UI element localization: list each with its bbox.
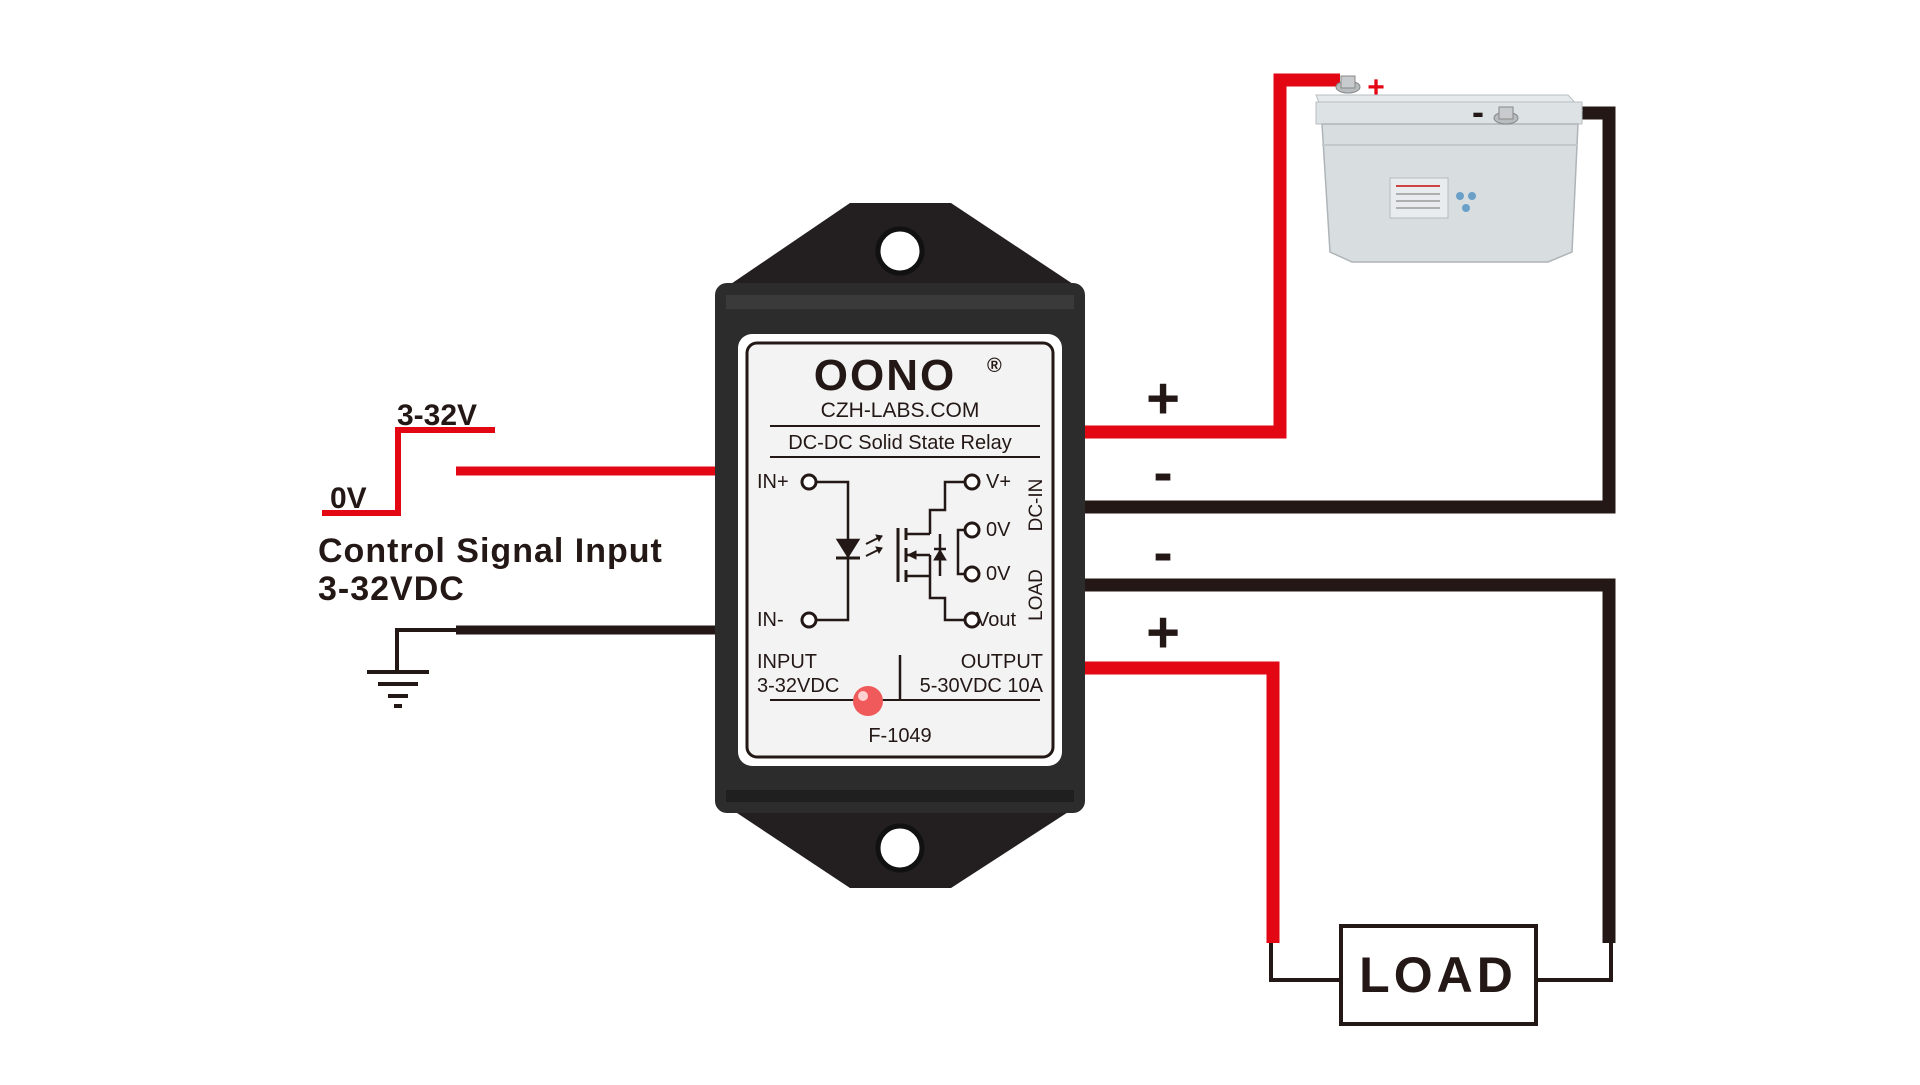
mosfet-icon bbox=[896, 480, 965, 622]
relay-internal-schematic bbox=[816, 480, 965, 622]
output-section-range: 5-30VDC 10A bbox=[920, 675, 1044, 697]
load-positive-wire bbox=[1084, 661, 1280, 943]
pin-in-plus-terminal bbox=[800, 473, 818, 491]
battery-body bbox=[1321, 123, 1579, 263]
dc-in-plus-marker: + bbox=[1146, 366, 1180, 431]
relay-bottom-mount-hole bbox=[875, 823, 925, 873]
relay-top-mount-hole bbox=[875, 226, 925, 276]
pin-0v-2-label: 0V bbox=[986, 563, 1011, 585]
led-diode-icon bbox=[835, 538, 861, 559]
battery-sticker bbox=[1389, 177, 1449, 219]
signal-low-label: 0V bbox=[330, 482, 367, 515]
dc-in-side-label: DC-IN bbox=[1026, 479, 1047, 532]
status-indicator-led bbox=[853, 686, 883, 716]
load-plus-marker: + bbox=[1146, 600, 1180, 665]
pin-0v-1-label: 0V bbox=[986, 519, 1011, 541]
relay-type: DC-DC Solid State Relay bbox=[788, 432, 1011, 454]
pin-in-minus-label: IN- bbox=[757, 609, 784, 631]
ground-symbol-icon bbox=[367, 628, 456, 708]
signal-high-label: 3-32V bbox=[397, 399, 477, 432]
control-signal-title: Control Signal Input bbox=[318, 532, 663, 570]
pin-v-plus-terminal bbox=[963, 473, 981, 491]
relay-website: CZH-LABS.COM bbox=[821, 399, 980, 422]
pin-0v-2-terminal bbox=[963, 565, 981, 583]
relay-registered-mark: ® bbox=[987, 355, 1002, 377]
load-minus-marker: - bbox=[1153, 520, 1172, 585]
input-section-label: INPUT bbox=[757, 651, 817, 673]
relay-brand: OONO bbox=[814, 351, 956, 400]
pin-v-plus-label: V+ bbox=[986, 471, 1011, 493]
relay-module: OONO ® CZH-LABS.COM DC-DC Solid State Re… bbox=[715, 203, 1085, 888]
battery-minus-label: - bbox=[1472, 91, 1484, 132]
dc-in-minus-marker: - bbox=[1153, 440, 1172, 505]
pin-vout-label: Vout bbox=[976, 609, 1016, 631]
battery-lid bbox=[1315, 101, 1583, 125]
pin-0v-1-terminal bbox=[963, 521, 981, 539]
battery-negative-terminal bbox=[1493, 106, 1519, 125]
load-box: LOAD bbox=[1339, 924, 1538, 1026]
control-signal-range: 3-32VDC bbox=[318, 570, 465, 608]
pin-terminals bbox=[800, 473, 981, 629]
battery: + - bbox=[1315, 71, 1584, 263]
dc-in-positive-wire bbox=[1084, 73, 1340, 439]
control-signal-group: 3-32V 0V Control Signal Input 3-32VDC bbox=[318, 399, 716, 708]
pin-in-plus-label: IN+ bbox=[757, 471, 789, 493]
pin-vout-terminal bbox=[963, 611, 981, 629]
load-side-label: LOAD bbox=[1026, 569, 1047, 621]
pin-in-minus-terminal bbox=[800, 611, 818, 629]
load-box-right-lead bbox=[1536, 943, 1613, 982]
battery-positive-terminal bbox=[1335, 75, 1361, 94]
battery-plus-label: + bbox=[1367, 71, 1385, 104]
control-signal-waveform bbox=[322, 427, 495, 516]
load-box-left-lead bbox=[1269, 943, 1341, 982]
load-negative-wire bbox=[1084, 578, 1616, 943]
relay-model-number: F-1049 bbox=[868, 725, 931, 747]
load-box-label: LOAD bbox=[1359, 947, 1517, 1003]
input-section-range: 3-32VDC bbox=[757, 675, 839, 697]
output-section-label: OUTPUT bbox=[961, 651, 1043, 673]
